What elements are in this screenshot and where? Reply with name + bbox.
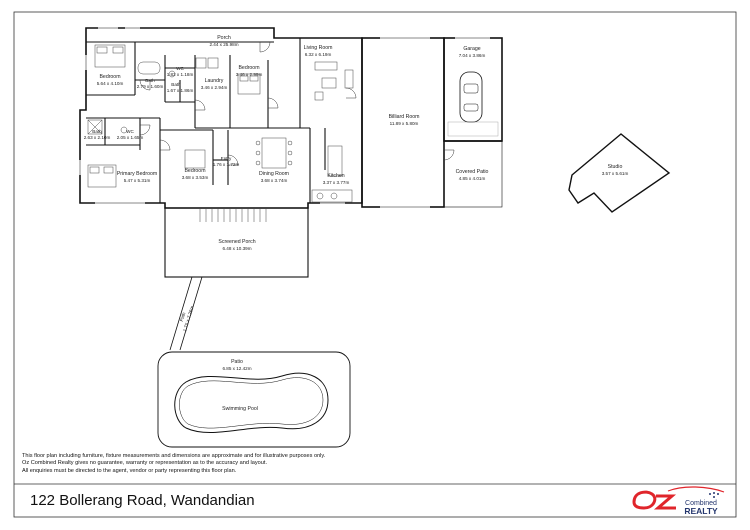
disclaimer-line: This floor plan including furniture, fix… xyxy=(22,453,326,459)
room-dims-wc: 2.05 x 1.65m xyxy=(117,135,144,140)
room-dims-porch: 2.44 x 25.98m xyxy=(209,42,238,47)
oz-combined-realty-logo: Combined REALTY xyxy=(632,486,725,516)
room-name-primary-bedroom: Primary Bedroom xyxy=(117,171,157,177)
property-address: 122 Bollerang Road, Wandandian xyxy=(30,492,255,509)
logo-star-icon xyxy=(717,493,719,495)
sofa-icon xyxy=(344,69,354,89)
room-name-bedroom: Bedroom xyxy=(238,65,259,71)
room-dims-kitchen: 3.37 x 3.77m xyxy=(323,180,350,185)
room-name-kitchen: Kitchen xyxy=(327,173,344,179)
disclaimer-line: Oz Combined Realty gives no guarantee, w… xyxy=(22,460,268,467)
sofa-icon xyxy=(314,61,338,71)
logo-realty-text: REALTY xyxy=(684,506,718,516)
logo-star-icon xyxy=(709,493,711,495)
bed-icon xyxy=(184,149,206,169)
window-glazing xyxy=(79,27,490,208)
room-name-billiard-room: Billiard Room xyxy=(389,114,420,120)
studio-building xyxy=(568,133,671,213)
room-dims-laundry: 3.46 x 2.94m xyxy=(201,85,228,90)
bed-icon xyxy=(87,164,117,188)
bathtub-icon xyxy=(137,61,161,75)
armchair-icon xyxy=(314,91,324,101)
car-icon xyxy=(459,71,483,123)
patio-outline xyxy=(157,351,351,448)
room-name-bedroom: Bedroom xyxy=(184,168,205,174)
room-name-patio: Patio xyxy=(231,359,243,365)
screened-porch-wall xyxy=(164,207,309,278)
room-dims-bath: 2.63 x 2.10m xyxy=(84,135,111,140)
toilet-icon xyxy=(168,70,176,78)
room-name-path: Path xyxy=(179,311,187,322)
path-outline xyxy=(169,276,203,351)
room-dims-bedroom: 5.64 x 4.10m xyxy=(97,81,124,86)
room-name-dining-room: Dining Room xyxy=(259,171,289,177)
disclaimer-line: All enquiries must be directed to the ag… xyxy=(22,467,237,474)
logo-star-icon xyxy=(713,496,715,498)
toilet-icon xyxy=(120,126,128,134)
room-name-bath: Bath xyxy=(145,78,155,83)
room-dims-primary-bedroom: 5.47 x 5.31m xyxy=(124,178,151,183)
dryer-icon xyxy=(207,57,219,69)
dining-table-icon xyxy=(261,137,287,169)
room-dims-wc: 1.82 x 1.18m xyxy=(167,72,194,77)
washer-icon xyxy=(195,57,207,69)
room-dims-covered-patio: 4.85 x 4.01m xyxy=(459,176,486,181)
room-name-laundry: Laundry xyxy=(205,78,224,84)
swimming-pool-outline xyxy=(174,372,329,434)
disclaimer: This floor plan including furniture, fix… xyxy=(22,453,325,475)
kitchen-counter-icon xyxy=(311,189,353,203)
logo-o-swoosh xyxy=(632,490,657,510)
kitchen-island-icon xyxy=(327,145,343,177)
room-dims-bath: 1.67 x 1.86m xyxy=(167,88,194,93)
room-dims-bedroom: 3.46 x 2.99m xyxy=(236,72,263,77)
room-name-bath: Bath xyxy=(92,129,102,134)
room-name-bedroom: Bedroom xyxy=(99,74,120,80)
room-name-screened-porch: Screened Porch xyxy=(218,239,255,245)
logo-swoosh-line xyxy=(667,486,725,493)
door-swings xyxy=(139,41,455,166)
room-dims-dining-room: 3.68 x 3.74m xyxy=(261,178,288,183)
room-dims-bath: 2.79 x 1.60m xyxy=(137,84,164,89)
garage-bench xyxy=(447,121,499,137)
room-dims-bedroom: 3.68 x 3.53m xyxy=(182,175,209,180)
room-name-covered-patio: Covered Patio xyxy=(456,169,489,175)
room-name-swimming-pool: Swimming Pool xyxy=(222,406,258,412)
room-dims-screened-porch: 6.48 x 10.39m xyxy=(222,246,251,251)
room-dims-billiard-room: 11.89 x 5.80m xyxy=(390,121,419,126)
room-name-entry: Entry xyxy=(221,156,232,161)
shower-icon xyxy=(87,119,103,135)
logo-combined-text: Combined xyxy=(685,500,717,507)
bed-icon xyxy=(237,73,261,95)
furniture xyxy=(87,44,354,203)
room-dims-patio: 6.85 x 12.42m xyxy=(222,366,251,371)
room-dims-entry: 1.76 x 1.72m xyxy=(213,162,240,167)
room-name-bath: Bath xyxy=(171,82,181,87)
interior-walls xyxy=(86,38,502,203)
room-name-garage: Garage xyxy=(463,46,480,52)
room-name-porch: Porch xyxy=(217,35,231,41)
coffee-table-icon xyxy=(321,77,337,89)
bed-icon xyxy=(94,44,126,68)
room-dims-garage: 7.04 x 3.86m xyxy=(459,53,486,58)
porch-steps xyxy=(199,209,267,222)
logo-z-swoosh xyxy=(653,494,677,510)
page-frame xyxy=(13,11,737,518)
room-dims-studio: 3.57 x 5.61m xyxy=(602,171,629,176)
logo-star-icon xyxy=(713,492,715,494)
room-dims-living-room: 6.32 x 6.19m xyxy=(305,52,332,57)
room-name-studio: Studio xyxy=(608,164,623,170)
room-name-wc: WC xyxy=(176,66,184,71)
room-name-wc: WC xyxy=(126,129,134,134)
room-name-living-room: Living Room xyxy=(304,45,333,51)
